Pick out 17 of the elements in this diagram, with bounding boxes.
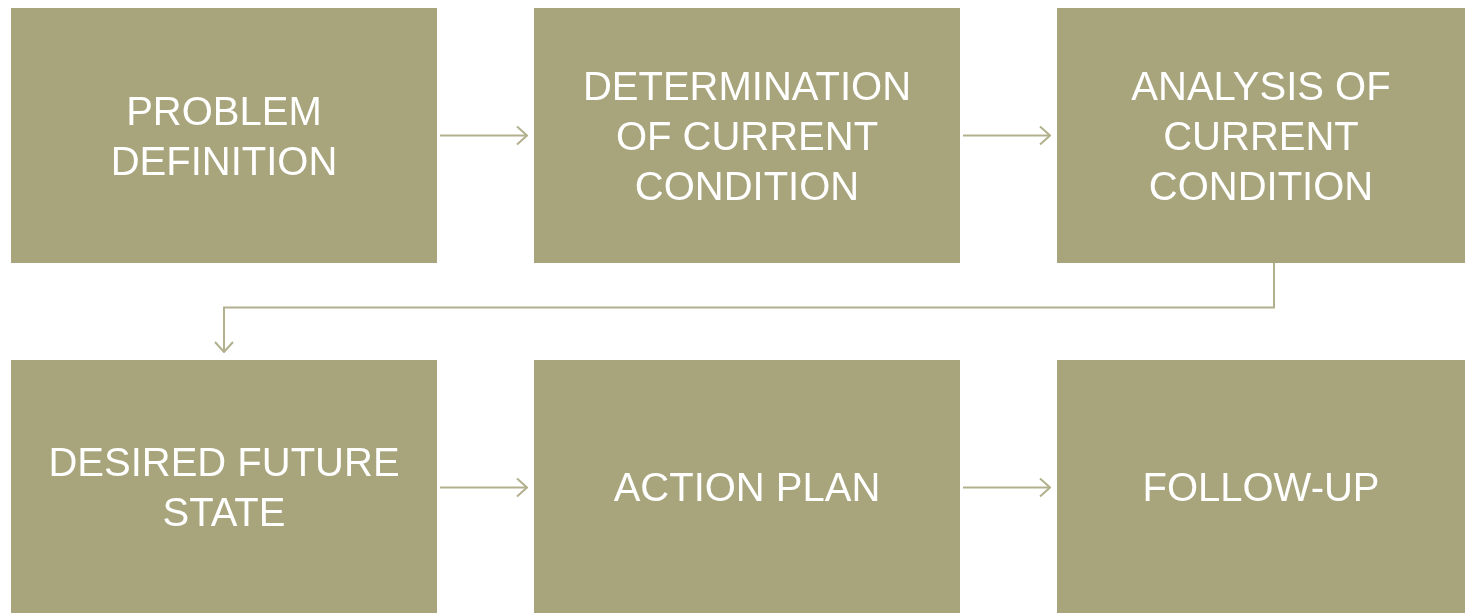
step-label: DESIRED FUTURE STATE — [47, 438, 401, 536]
arrow — [439, 125, 528, 146]
arrow — [962, 477, 1051, 498]
step-label: FOLLOW-UP — [1142, 463, 1380, 511]
process-box — [1057, 360, 1465, 613]
step-label: ANALYSIS OF CURRENT CONDITION — [1130, 62, 1392, 210]
arrow — [214, 262, 1275, 353]
process-box — [1057, 8, 1465, 263]
process-box — [11, 360, 437, 613]
process-box — [534, 8, 960, 263]
arrow — [439, 477, 528, 498]
arrow — [962, 125, 1051, 146]
process-box — [11, 8, 437, 263]
step-label: PROBLEM DEFINITION — [109, 87, 339, 185]
step-label: ACTION PLAN — [613, 463, 881, 511]
process-box — [534, 360, 960, 613]
step-label: DETERMINATION OF CURRENT CONDITION — [581, 62, 913, 210]
